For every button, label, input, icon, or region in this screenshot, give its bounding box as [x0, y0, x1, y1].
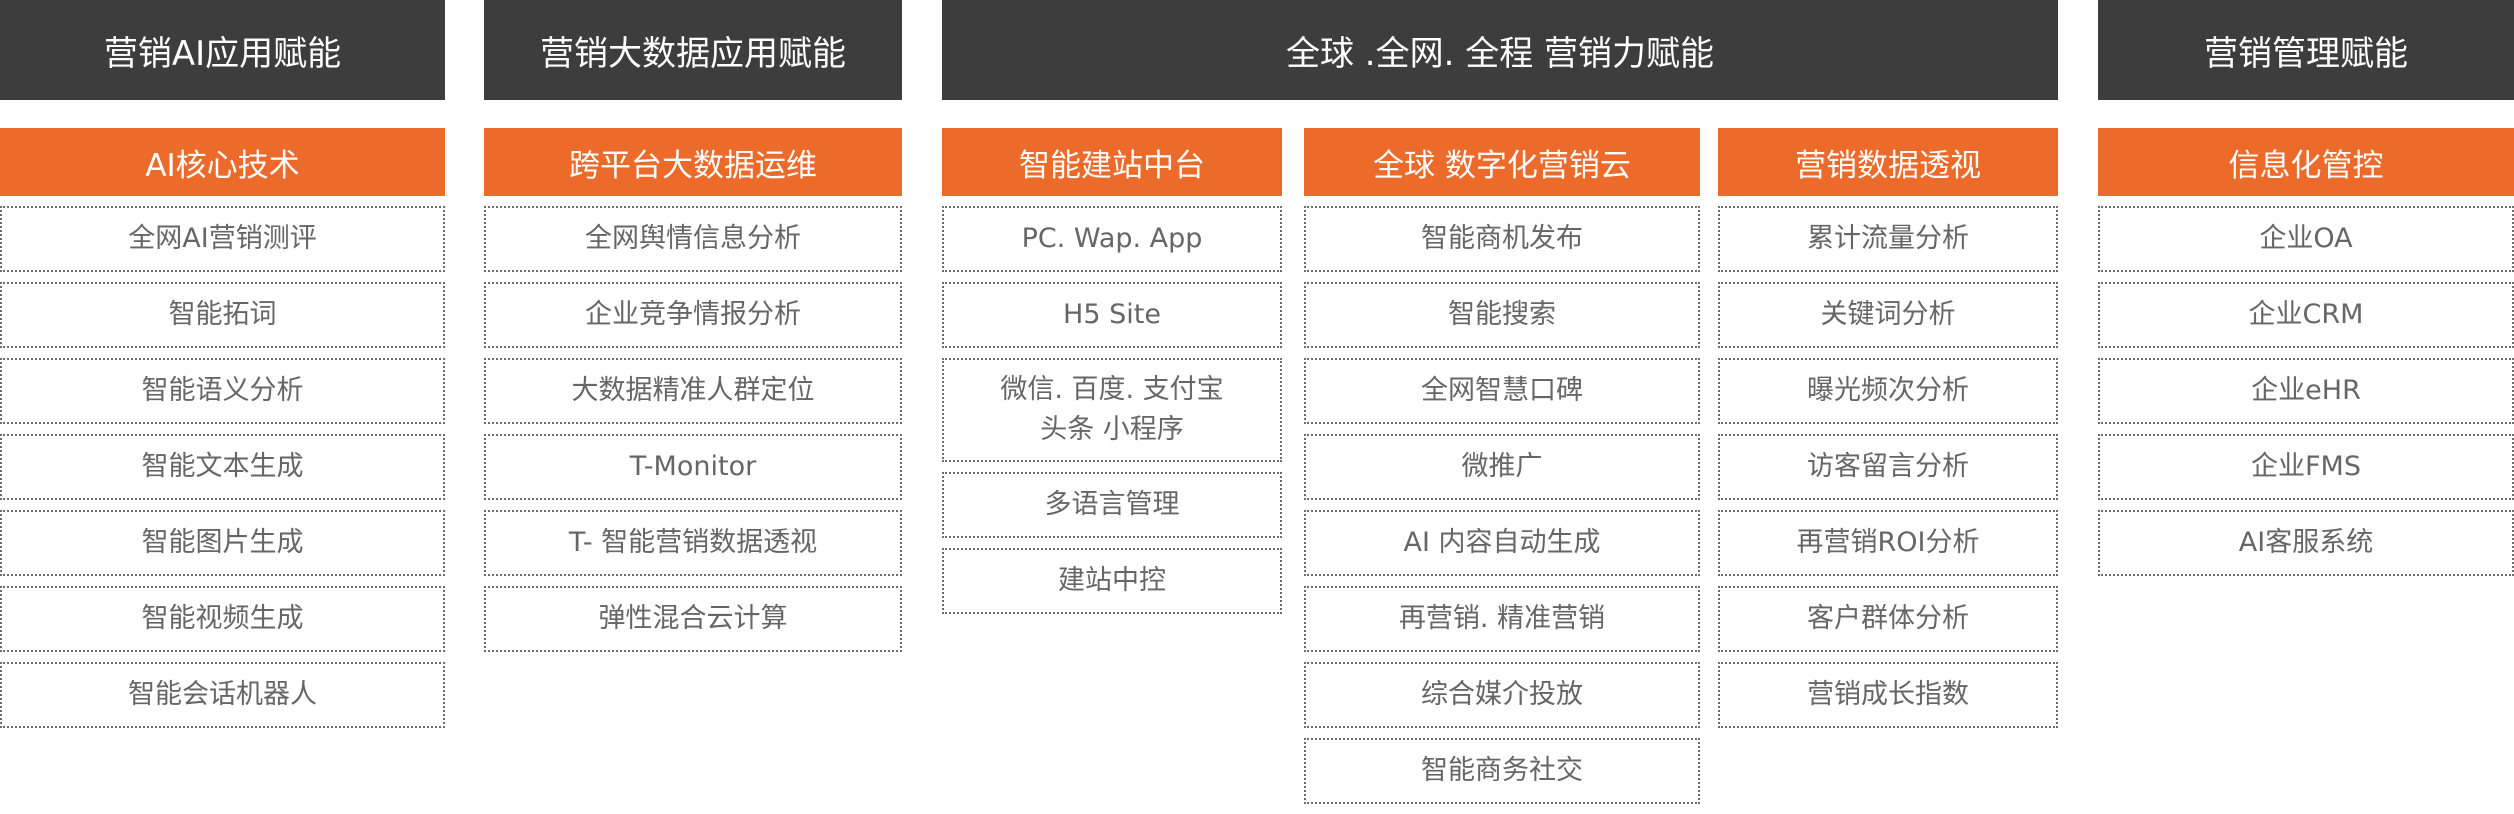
list-item: 累计流量分析	[1718, 206, 2058, 272]
list-item: 智能搜索	[1304, 282, 1700, 348]
list-item: T- 智能营销数据透视	[484, 510, 902, 576]
header-management-empowerment: 营销管理赋能	[2098, 0, 2514, 100]
subheader-bigdata-ops: 跨平台大数据运维	[484, 128, 902, 196]
list-item: 客户群体分析	[1718, 586, 2058, 652]
list-item-miniprograms: 微信. 百度. 支付宝 头条 小程序	[942, 358, 1282, 462]
list-item: 智能会话机器人	[0, 662, 445, 728]
list-item: 建站中控	[942, 548, 1282, 614]
list-item: 企业竞争情报分析	[484, 282, 902, 348]
list-item: 再营销. 精准营销	[1304, 586, 1700, 652]
list-item: 大数据精准人群定位	[484, 358, 902, 424]
list-item-line: 微信. 百度. 支付宝	[1000, 374, 1224, 405]
list-item: 智能文本生成	[0, 434, 445, 500]
list-item: 全网舆情信息分析	[484, 206, 902, 272]
list-item-line: 头条 小程序	[1040, 414, 1184, 445]
list-item: 综合媒介投放	[1304, 662, 1700, 728]
list-item: 企业eHR	[2098, 358, 2514, 424]
list-item: 智能拓词	[0, 282, 445, 348]
list-item: 再营销ROI分析	[1718, 510, 2058, 576]
list-item: 企业CRM	[2098, 282, 2514, 348]
column-site-builder: PC. Wap. App H5 Site 微信. 百度. 支付宝 头条 小程序 …	[942, 206, 1282, 624]
list-item: 关键词分析	[1718, 282, 2058, 348]
list-item: AI 内容自动生成	[1304, 510, 1700, 576]
list-item: 营销成长指数	[1718, 662, 2058, 728]
column-bigdata-ops: 全网舆情信息分析 企业竞争情报分析 大数据精准人群定位 T-Monitor T-…	[484, 206, 902, 662]
subheader-info-control: 信息化管控	[2098, 128, 2514, 196]
list-item: T-Monitor	[484, 434, 902, 500]
subheader-ai-core-tech: AI核心技术	[0, 128, 445, 196]
subheader-site-builder: 智能建站中台	[942, 128, 1282, 196]
list-item: 多语言管理	[942, 472, 1282, 538]
column-digital-marketing-cloud: 智能商机发布 智能搜索 全网智慧口碑 微推广 AI 内容自动生成 再营销. 精准…	[1304, 206, 1700, 814]
list-item: 访客留言分析	[1718, 434, 2058, 500]
list-item: 智能图片生成	[0, 510, 445, 576]
header-global-marketing-empowerment: 全球 .全网. 全程 营销力赋能	[942, 0, 2058, 100]
list-item: 微推广	[1304, 434, 1700, 500]
list-item: 智能商务社交	[1304, 738, 1700, 804]
list-item: 企业FMS	[2098, 434, 2514, 500]
list-item: 智能语义分析	[0, 358, 445, 424]
subheader-marketing-data-insight: 营销数据透视	[1718, 128, 2058, 196]
header-ai-empowerment: 营销AI应用赋能	[0, 0, 445, 100]
list-item: 弹性混合云计算	[484, 586, 902, 652]
subheader-digital-marketing-cloud: 全球 数字化营销云	[1304, 128, 1700, 196]
list-item: 企业OA	[2098, 206, 2514, 272]
column-ai-core-tech: 全网AI营销测评 智能拓词 智能语义分析 智能文本生成 智能图片生成 智能视频生…	[0, 206, 445, 738]
list-item: AI客服系统	[2098, 510, 2514, 576]
list-item: PC. Wap. App	[942, 206, 1282, 272]
list-item: 全网智慧口碑	[1304, 358, 1700, 424]
column-marketing-data-insight: 累计流量分析 关键词分析 曝光频次分析 访客留言分析 再营销ROI分析 客户群体…	[1718, 206, 2058, 738]
list-item: H5 Site	[942, 282, 1282, 348]
column-info-control: 企业OA 企业CRM 企业eHR 企业FMS AI客服系统	[2098, 206, 2514, 586]
list-item: 智能视频生成	[0, 586, 445, 652]
list-item: 智能商机发布	[1304, 206, 1700, 272]
list-item: 曝光频次分析	[1718, 358, 2058, 424]
list-item: 全网AI营销测评	[0, 206, 445, 272]
header-bigdata-empowerment: 营销大数据应用赋能	[484, 0, 902, 100]
